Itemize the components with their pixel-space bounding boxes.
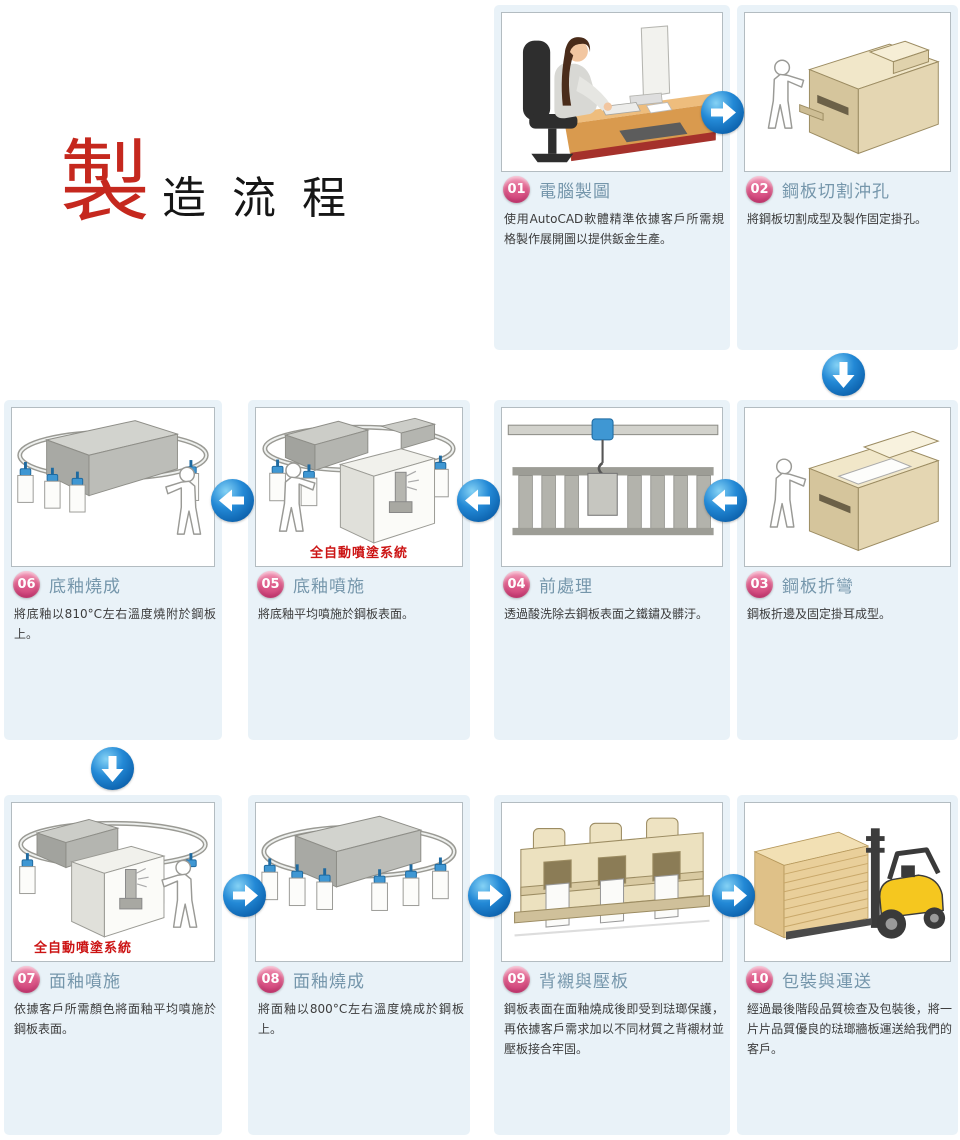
step-card-10: 10 包裝與運送 經過最後階段品質檢查及包裝後，將一片片品質優良的琺瑯牆板運送給… <box>737 795 958 1135</box>
step-number-badge: 02 <box>746 176 773 203</box>
step-title: 電腦製圖 <box>539 182 611 202</box>
step-title: 背襯與壓板 <box>539 972 629 992</box>
arrow-left-icon <box>703 478 748 523</box>
step-09-illustration <box>501 802 723 962</box>
bending-machine-illustration <box>769 430 940 552</box>
arrow-down-icon <box>90 746 135 791</box>
firing-furnace-illustration <box>17 420 209 535</box>
page-title: 製 造流程 <box>60 138 372 228</box>
arrow-right-icon <box>700 90 745 135</box>
step-number-badge: 07 <box>13 966 40 993</box>
page-title-rest: 造流程 <box>162 173 372 224</box>
woman-at-computer-illustration <box>522 25 716 163</box>
step-title: 面釉噴施 <box>49 972 121 992</box>
step-description: 透過酸洗除去鋼板表面之鐵鏽及髒汙。 <box>504 607 709 621</box>
step-08-illustration <box>255 802 463 962</box>
step-description: 將鋼板切割成型及製作固定掛孔。 <box>747 212 928 226</box>
auto-spray-booth-illustration <box>18 818 208 938</box>
firing-furnace-illustration <box>261 815 457 911</box>
step-description: 將面釉以800°C左右溫度燒成於鋼板上。 <box>258 1002 464 1036</box>
arrow-left-icon <box>210 478 255 523</box>
step-02-illustration <box>744 12 951 172</box>
step-description: 經過最後階段品質檢查及包裝後，將一片片品質優良的琺瑯牆板運送給我們的客戶。 <box>747 1002 952 1056</box>
step-card-08: 08 面釉燒成 將面釉以800°C左右溫度燒成於鋼板上。 <box>248 795 470 1135</box>
step-description: 鋼板折邊及固定掛耳成型。 <box>747 607 892 621</box>
step-05-illustration: 全自動噴塗系統 <box>255 407 463 567</box>
arrow-down-icon <box>821 352 866 397</box>
step-number-badge: 03 <box>746 571 773 598</box>
pickling-rack-illustration <box>507 418 719 536</box>
arrow-left-icon <box>456 478 501 523</box>
step-card-02: 02 鋼板切割沖孔 將鋼板切割成型及製作固定掛孔。 <box>737 5 958 350</box>
step-title: 底釉噴施 <box>293 577 365 597</box>
press-machine-illustration <box>514 817 710 937</box>
step-title: 包裝與運送 <box>782 972 872 992</box>
step-number-badge: 08 <box>257 966 284 993</box>
step-04-illustration <box>501 407 723 567</box>
step-card-09: 09 背襯與壓板 鋼板表面在面釉燒成後即受到琺瑯保護，再依據客戶需求加以不同材質… <box>494 795 730 1135</box>
arrow-right-icon <box>467 873 512 918</box>
step-title: 底釉燒成 <box>49 577 121 597</box>
page-title-accent: 製 <box>60 130 150 235</box>
step-title: 面釉燒成 <box>293 972 365 992</box>
forklift-illustration <box>753 828 946 940</box>
auto-spray-system-label: 全自動噴塗系統 <box>34 941 133 956</box>
step-title: 鋼板切割沖孔 <box>782 182 890 202</box>
step-number-badge: 01 <box>503 176 530 203</box>
step-title: 前處理 <box>539 577 593 597</box>
step-10-illustration <box>744 802 951 962</box>
step-card-04: 04 前處理 透過酸洗除去鋼板表面之鐵鏽及髒汙。 <box>494 400 730 740</box>
step-03-illustration <box>744 407 951 567</box>
arrow-right-icon <box>222 873 267 918</box>
arrow-right-icon <box>711 873 756 918</box>
step-01-illustration <box>501 12 723 172</box>
auto-spray-system-label: 全自動噴塗系統 <box>309 546 408 561</box>
step-number-badge: 04 <box>503 571 530 598</box>
step-description: 將底釉平均噴施於鋼板表面。 <box>258 607 415 621</box>
step-description: 將底釉以810°C左右溫度燒附於鋼板上。 <box>14 607 216 641</box>
step-card-06: 06 底釉燒成 將底釉以810°C左右溫度燒附於鋼板上。 <box>4 400 222 740</box>
step-number-badge: 09 <box>503 966 530 993</box>
step-card-05: 全自動噴塗系統 05 底釉噴施 將底釉平均噴施於鋼板表面。 <box>248 400 470 740</box>
step-card-01: 01 電腦製圖 使用AutoCAD軟體精準依據客戶所需規格製作展開圖以提供鈑金生… <box>494 5 730 350</box>
step-07-illustration: 全自動噴塗系統 <box>11 802 215 962</box>
step-number-badge: 10 <box>746 966 773 993</box>
step-card-07: 全自動噴塗系統 07 面釉噴施 依據客戶所需顏色將面釉平均噴施於鋼板表面。 <box>4 795 222 1135</box>
step-06-illustration <box>11 407 215 567</box>
step-number-badge: 05 <box>257 571 284 598</box>
step-card-03: 03 鋼板折彎 鋼板折邊及固定掛耳成型。 <box>737 400 958 740</box>
cutting-machine-illustration <box>767 40 940 155</box>
step-title: 鋼板折彎 <box>782 577 854 597</box>
auto-spray-booth-illustration <box>262 417 456 544</box>
step-description: 依據客戶所需顏色將面釉平均噴施於鋼板表面。 <box>14 1002 216 1036</box>
step-number-badge: 06 <box>13 571 40 598</box>
step-description: 使用AutoCAD軟體精準依據客戶所需規格製作展開圖以提供鈑金生產。 <box>504 212 724 246</box>
step-description: 鋼板表面在面釉燒成後即受到琺瑯保護，再依據客戶需求加以不同材質之背襯材並壓板接合… <box>504 1002 724 1056</box>
